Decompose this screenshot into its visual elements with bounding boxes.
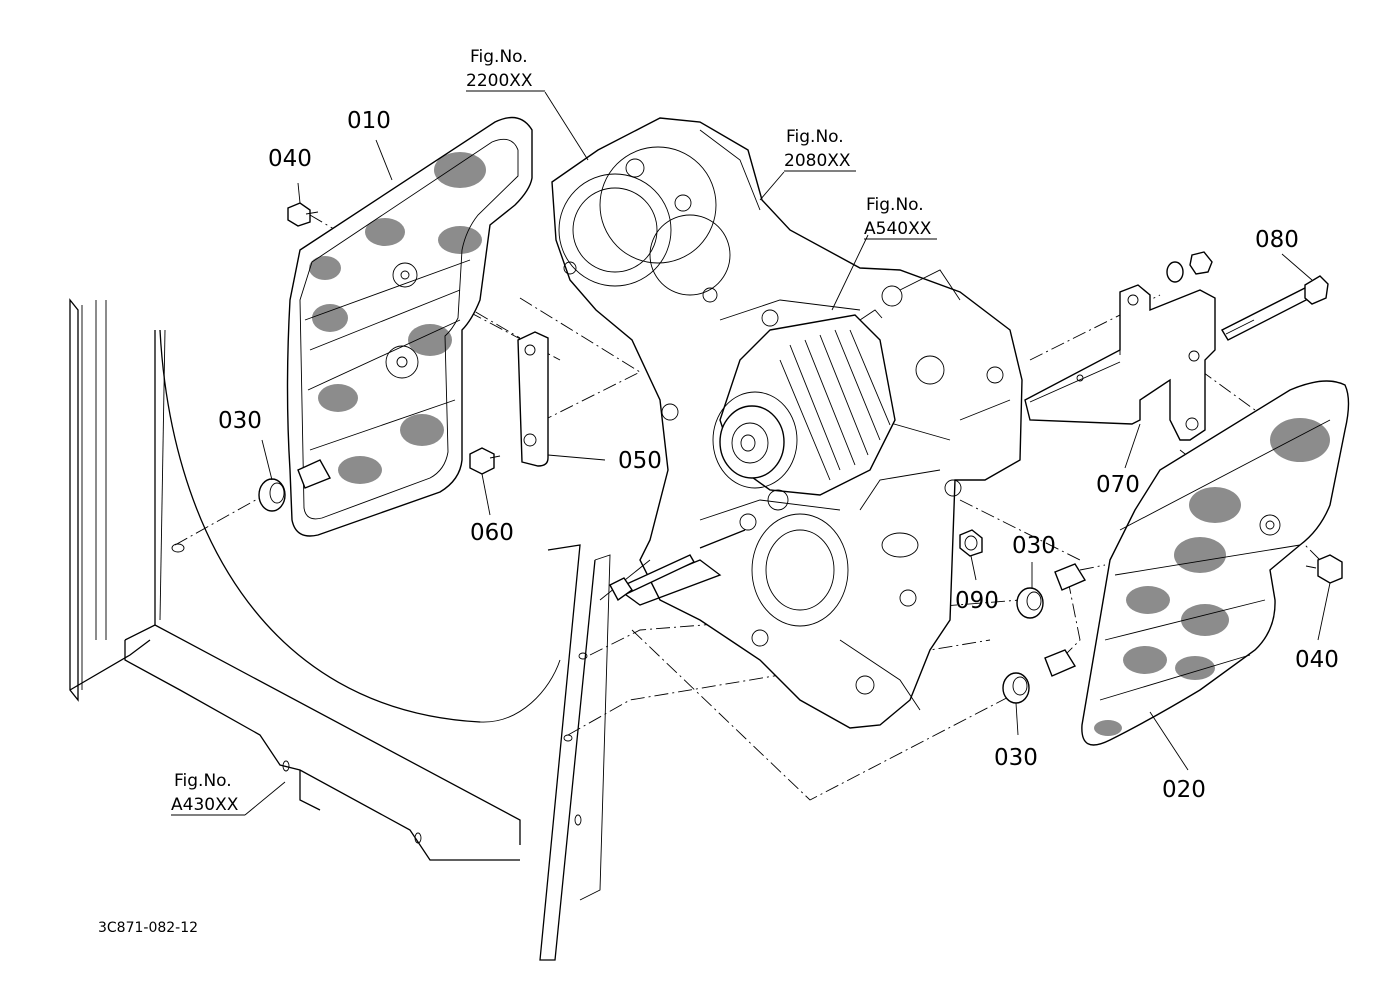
fig-ref-2200xx: Fig.No. 2200XX [466, 47, 545, 92]
callout-010: 010 [347, 108, 391, 134]
bracket-070 [1024, 284, 1216, 441]
nut-washer [1166, 251, 1213, 283]
leader-lines [244, 91, 1331, 816]
alternator [712, 309, 896, 531]
svg-text:A430XX: A430XX [171, 795, 239, 815]
callout-030-left: 030 [218, 408, 262, 434]
callout-020: 020 [1162, 777, 1206, 803]
fig-ref-a540xx: Fig.No. A540XX [864, 195, 937, 240]
bolt-040-left [287, 202, 319, 227]
spacer-090 [959, 529, 983, 557]
bracket-050 [517, 331, 549, 467]
bolt-080 [1221, 275, 1329, 341]
grommet-030-right-lower [1002, 649, 1077, 704]
left-cover-perforations [309, 152, 486, 484]
bolt-040-right [1305, 554, 1343, 584]
frame-chassis [69, 298, 611, 961]
left-cover-panel [286, 116, 533, 537]
figure-references: Fig.No. 2200XX Fig.No. 2080XX Fig.No. A5… [171, 47, 937, 816]
callout-030-right-upper: 030 [1012, 533, 1056, 559]
fig-ref-2080xx: Fig.No. 2080XX [784, 127, 856, 172]
callout-090: 090 [955, 588, 999, 614]
svg-text:Fig.No.: Fig.No. [470, 47, 528, 67]
svg-text:A540XX: A540XX [864, 219, 932, 239]
long-stud [609, 554, 695, 602]
right-cover-perforations [1094, 418, 1330, 736]
callout-040-left: 040 [268, 146, 312, 172]
fig-ref-a430xx: Fig.No. A430XX [171, 771, 245, 816]
callout-070: 070 [1096, 472, 1140, 498]
svg-text:Fig.No.: Fig.No. [866, 195, 924, 215]
callout-030-right-lower: 030 [994, 745, 1038, 771]
callout-050: 050 [618, 448, 662, 474]
callout-060: 060 [470, 520, 514, 546]
grommet-030-left [258, 459, 331, 512]
grommet-030-right-upper [1016, 563, 1087, 619]
callout-080: 080 [1255, 227, 1299, 253]
callout-labels: 010 040 030 050 060 070 080 090 030 030 … [218, 108, 1339, 803]
bolt-060 [469, 447, 501, 475]
callout-040-right: 040 [1295, 647, 1339, 673]
document-id: 3C871-082-12 [98, 920, 198, 936]
svg-text:Fig.No.: Fig.No. [786, 127, 844, 147]
svg-text:2080XX: 2080XX [784, 151, 851, 171]
svg-text:2200XX: 2200XX [466, 71, 533, 91]
svg-text:Fig.No.: Fig.No. [174, 771, 232, 791]
right-cover-panel [1081, 380, 1350, 746]
